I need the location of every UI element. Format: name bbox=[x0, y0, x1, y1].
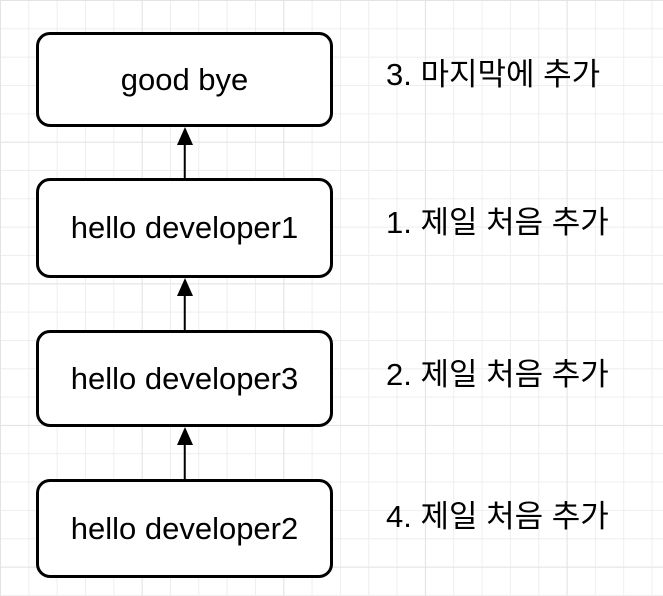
node-label: good bye bbox=[120, 61, 249, 97]
annotation-step-3[interactable]: 3. 마지막에 추가 bbox=[386, 57, 601, 92]
annotation-step-1[interactable]: 1. 제일 처음 추가 bbox=[386, 205, 609, 240]
arrowhead-up-icon bbox=[176, 127, 193, 145]
connector-arrow-up[interactable] bbox=[176, 127, 193, 178]
arrowhead-up-icon bbox=[176, 278, 193, 296]
connector-arrow-up[interactable] bbox=[176, 427, 193, 479]
node-hello-developer2[interactable]: hello developer2 bbox=[36, 479, 333, 578]
arrow-shaft bbox=[183, 292, 186, 330]
connector-arrow-up[interactable] bbox=[176, 278, 193, 330]
node-label: hello developer3 bbox=[70, 360, 299, 396]
node-hello-developer3[interactable]: hello developer3 bbox=[36, 330, 333, 427]
annotation-step-4[interactable]: 4. 제일 처음 추가 bbox=[386, 499, 609, 534]
node-label: hello developer2 bbox=[70, 510, 299, 546]
node-good-bye[interactable]: good bye bbox=[36, 32, 333, 127]
node-label: hello developer1 bbox=[70, 210, 299, 245]
annotation-step-2[interactable]: 2. 제일 처음 추가 bbox=[386, 357, 609, 392]
node-hello-developer1[interactable]: hello developer1 bbox=[36, 178, 333, 278]
arrow-shaft bbox=[183, 441, 186, 479]
arrowhead-up-icon bbox=[176, 427, 193, 445]
arrow-shaft bbox=[183, 141, 186, 178]
